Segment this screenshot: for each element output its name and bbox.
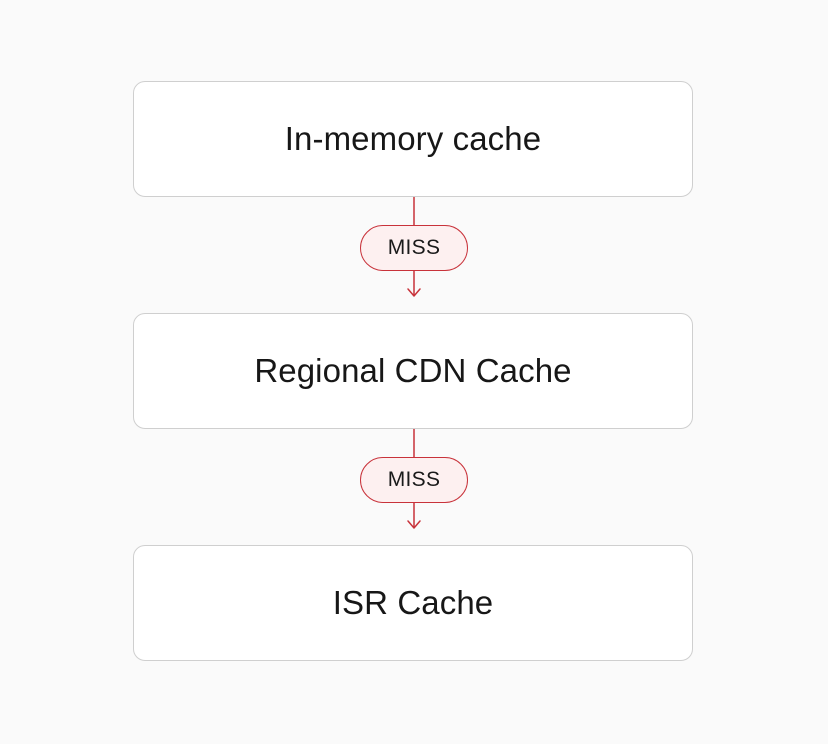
edge-label-text: MISS — [387, 468, 441, 491]
node-label: In-memory cache — [284, 120, 542, 157]
node-in-memory-cache: In-memory cache — [133, 81, 693, 197]
edge-label-text: MISS — [387, 236, 441, 259]
node-label: ISR Cache — [332, 584, 494, 621]
edge-label-miss-2: MISS — [360, 457, 468, 503]
node-isr-cache: ISR Cache — [133, 545, 693, 661]
node-regional-cdn-cache: Regional CDN Cache — [133, 313, 693, 429]
arrowhead-2-icon — [407, 520, 421, 529]
node-label: Regional CDN Cache — [254, 352, 572, 389]
arrowhead-1-icon — [407, 288, 421, 297]
edge-label-miss-1: MISS — [360, 225, 468, 271]
